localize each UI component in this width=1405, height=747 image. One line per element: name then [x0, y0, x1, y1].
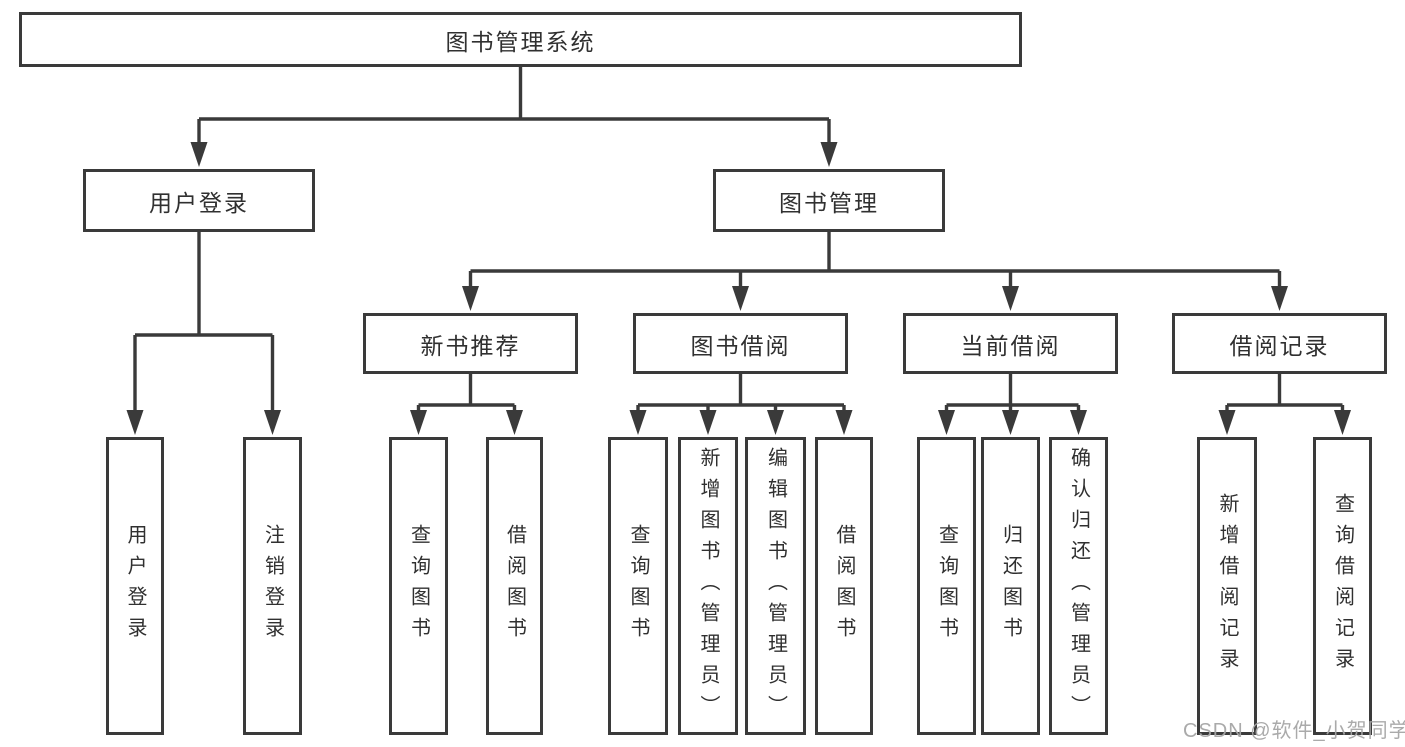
node-borrowing-records-label: 借阅记录 — [1229, 332, 1330, 359]
csdn-watermark: CSDN @软件_小贺同学 — [1183, 720, 1405, 742]
leaf-user-login-label: 用户登录 — [124, 524, 146, 648]
leaf-cb-return-books: 归还图书 — [981, 437, 1040, 735]
leaf-bb-add-book-admin: 新增图书（管理员） — [678, 437, 738, 735]
node-root-label: 图书管理系统 — [445, 28, 596, 55]
leaf-br-add-record: 新增借阅记录 — [1197, 437, 1257, 735]
node-book-management-label: 图书管理 — [779, 189, 879, 216]
node-current-borrowing-label: 当前借阅 — [960, 332, 1061, 359]
leaf-br-query-record: 查询借阅记录 — [1313, 437, 1372, 735]
leaf-logout-label: 注销登录 — [261, 524, 284, 648]
leaf-bb-borrow-books-label: 借阅图书 — [833, 524, 855, 648]
leaf-cb-confirm-return-admin: 确认归还（管理员） — [1049, 437, 1108, 735]
node-book-management: 图书管理 — [713, 169, 945, 232]
leaf-logout: 注销登录 — [243, 437, 302, 735]
leaf-bb-add-book-admin-label: 新增图书（管理员） — [697, 446, 719, 726]
leaf-cb-return-books-label: 归还图书 — [999, 524, 1022, 648]
leaf-bb-edit-book-admin: 编辑图书（管理员） — [745, 437, 806, 735]
leaf-bb-query-books-label: 查询图书 — [627, 524, 649, 648]
leaf-br-query-record-label: 查询借阅记录 — [1331, 493, 1354, 679]
node-new-book-recommend: 新书推荐 — [363, 313, 578, 374]
leaf-user-login: 用户登录 — [106, 437, 164, 735]
leaf-bb-query-books: 查询图书 — [608, 437, 668, 735]
leaf-nbr-query-books-label: 查询图书 — [407, 524, 430, 648]
leaf-nbr-borrow-books-label: 借阅图书 — [503, 524, 526, 648]
leaf-cb-query-books-label: 查询图书 — [935, 524, 958, 648]
leaf-cb-query-books: 查询图书 — [917, 437, 976, 735]
leaf-nbr-query-books: 查询图书 — [389, 437, 448, 735]
leaf-cb-confirm-return-admin-label: 确认归还（管理员） — [1067, 446, 1090, 726]
node-borrowing-records: 借阅记录 — [1172, 313, 1387, 374]
node-book-borrowing: 图书借阅 — [633, 313, 848, 374]
node-book-borrowing-label: 图书借阅 — [690, 332, 791, 359]
leaf-bb-borrow-books: 借阅图书 — [815, 437, 873, 735]
node-root: 图书管理系统 — [19, 12, 1022, 67]
leaf-nbr-borrow-books: 借阅图书 — [486, 437, 543, 735]
node-new-book-recommend-label: 新书推荐 — [420, 332, 521, 359]
node-user-login-label: 用户登录 — [149, 189, 249, 216]
leaf-bb-edit-book-admin-label: 编辑图书（管理员） — [764, 446, 787, 726]
node-user-login: 用户登录 — [83, 169, 315, 232]
leaf-br-add-record-label: 新增借阅记录 — [1216, 493, 1238, 679]
node-current-borrowing: 当前借阅 — [903, 313, 1118, 374]
